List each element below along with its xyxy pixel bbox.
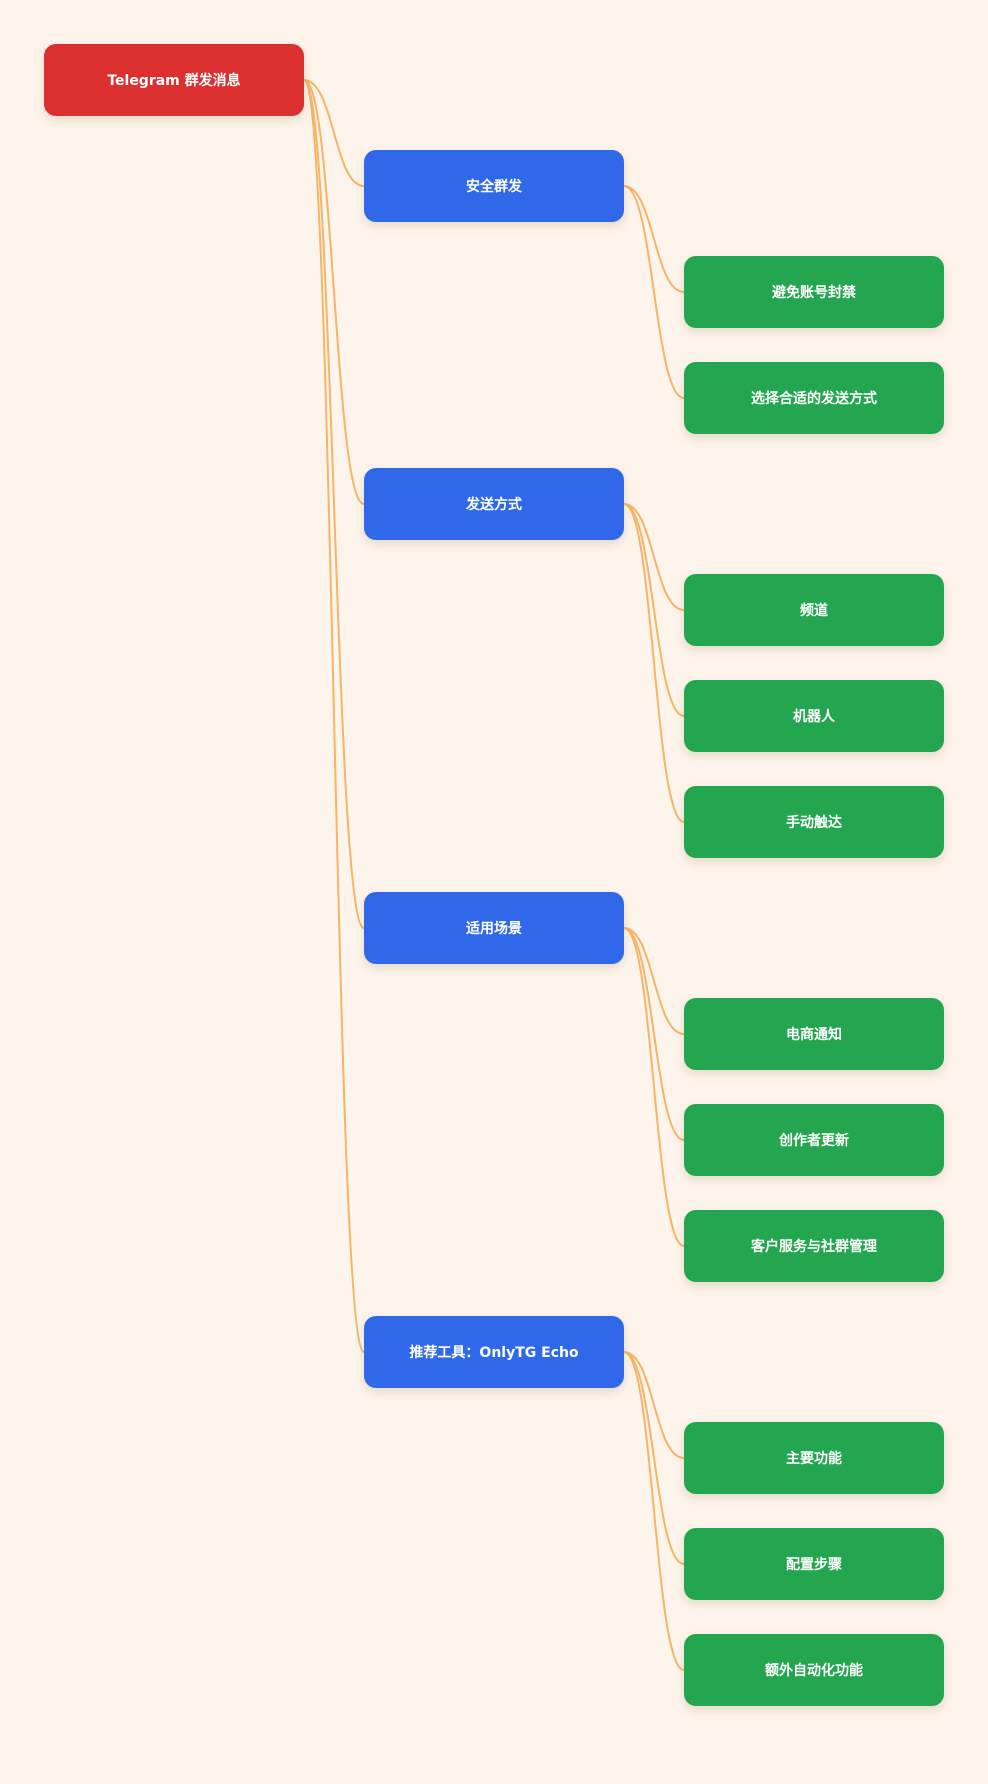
leaf-node-manual-outreach[interactable]: 手动触达 (684, 786, 944, 858)
link-branch-4-leaf-1 (623, 1351, 685, 1459)
branch-node-safe-broadcast[interactable]: 安全群发 (364, 150, 624, 222)
leaf-node-creator-updates[interactable]: 创作者更新 (684, 1104, 944, 1176)
leaf-node-ecommerce[interactable]: 电商通知 (684, 998, 944, 1070)
link-branch-4-leaf-3 (623, 1351, 685, 1671)
link-branch-1-leaf-2 (623, 185, 685, 399)
link-root-branch-2 (303, 79, 365, 505)
leaf-node-main-features[interactable]: 主要功能 (684, 1422, 944, 1494)
leaf-node-channel[interactable]: 频道 (684, 574, 944, 646)
link-branch-1-leaf-1 (623, 185, 685, 293)
leaf-node-bot[interactable]: 机器人 (684, 680, 944, 752)
leaf-node-avoid-ban[interactable]: 避免账号封禁 (684, 256, 944, 328)
branch-node-recommended-tool[interactable]: 推荐工具：OnlyTG Echo (364, 1316, 624, 1388)
link-branch-2-leaf-3 (623, 503, 685, 823)
link-branch-2-leaf-2 (623, 503, 685, 717)
root-node[interactable]: Telegram 群发消息 (44, 44, 304, 116)
branch-node-use-cases[interactable]: 适用场景 (364, 892, 624, 964)
leaf-node-config-steps[interactable]: 配置步骤 (684, 1528, 944, 1600)
leaf-node-customer-service[interactable]: 客户服务与社群管理 (684, 1210, 944, 1282)
leaf-node-extra-automation[interactable]: 额外自动化功能 (684, 1634, 944, 1706)
branch-node-send-methods[interactable]: 发送方式 (364, 468, 624, 540)
link-branch-3-leaf-3 (623, 927, 685, 1247)
link-root-branch-1 (303, 79, 365, 187)
leaf-node-choose-method[interactable]: 选择合适的发送方式 (684, 362, 944, 434)
link-branch-2-leaf-1 (623, 503, 685, 611)
link-root-branch-4 (303, 79, 365, 1353)
link-branch-4-leaf-2 (623, 1351, 685, 1565)
link-branch-3-leaf-2 (623, 927, 685, 1141)
link-branch-3-leaf-1 (623, 927, 685, 1035)
link-root-branch-3 (303, 79, 365, 929)
